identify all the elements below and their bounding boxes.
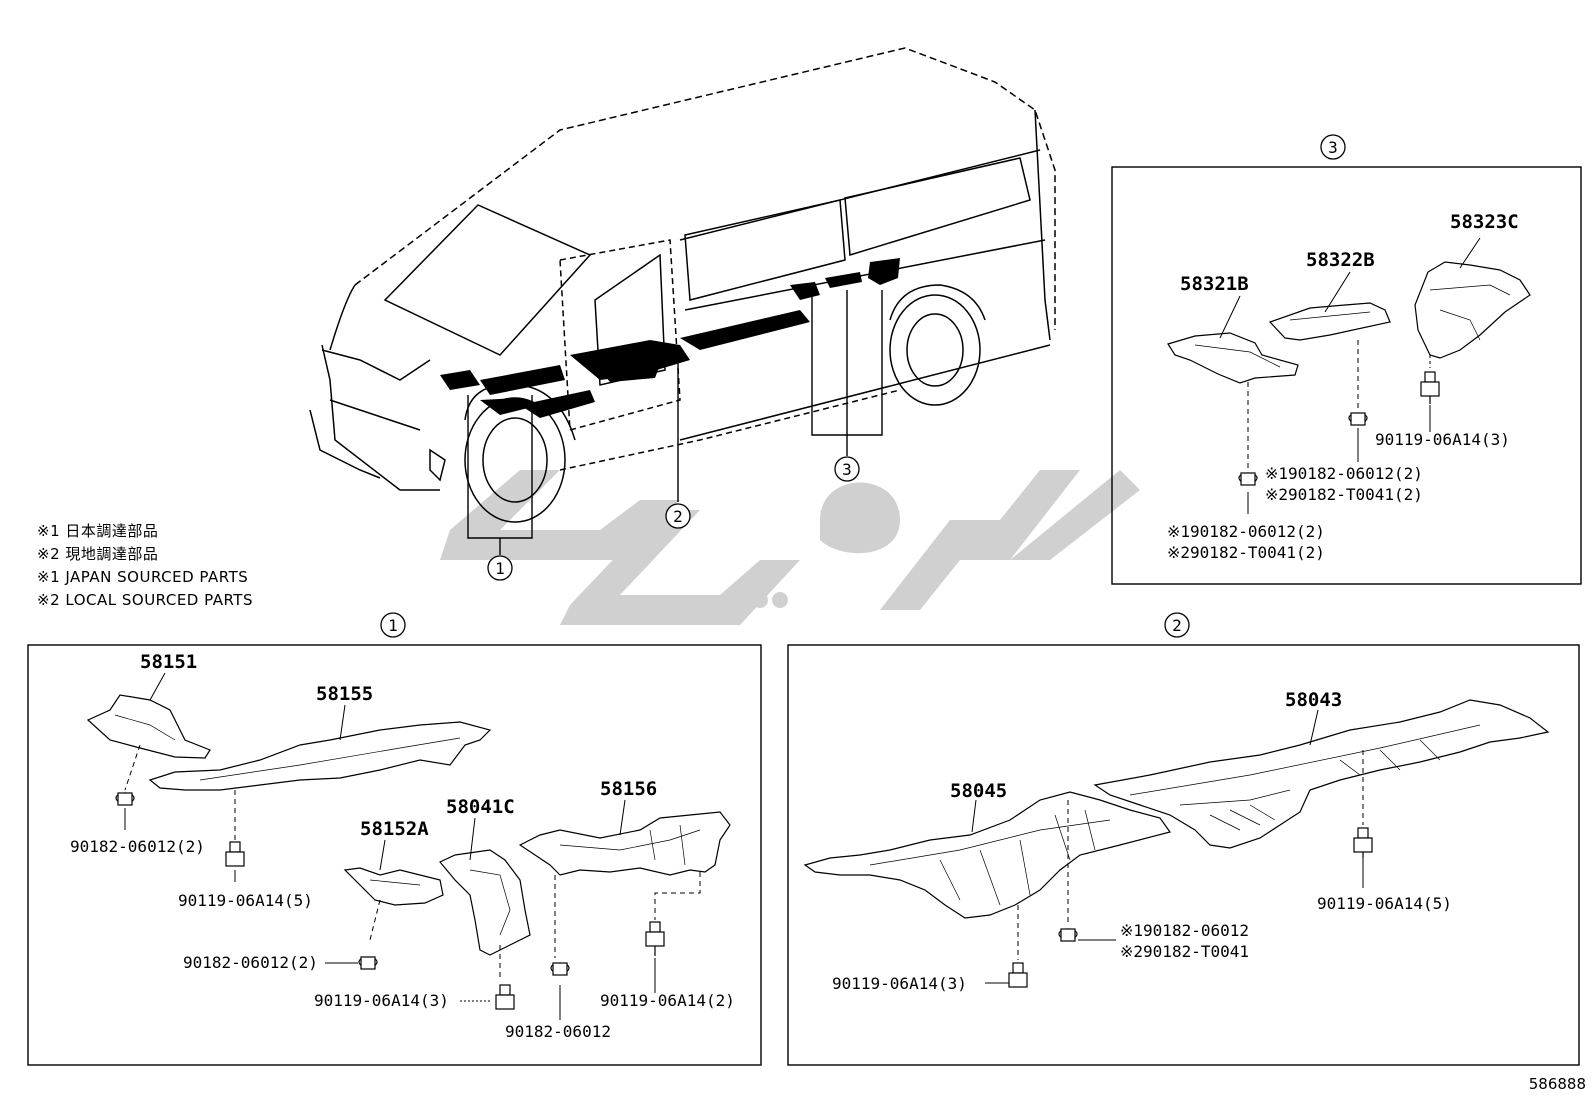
panel-1: 1 <box>27 612 762 1066</box>
fastener-label: 90119-06A14(2) <box>600 991 735 1010</box>
clip-icon <box>1238 472 1258 486</box>
part-number-58041C: 58041C <box>446 796 515 818</box>
note-local-parts-jp: ※2 現地調達部品 <box>37 545 159 563</box>
panel-2-part-shapes <box>803 699 1550 919</box>
part-number-58321B: 58321B <box>1180 273 1249 295</box>
panel-1-part-labels: 58151 58155 58152A 58041C 58156 <box>140 651 657 840</box>
callout-two: 2 <box>673 507 683 526</box>
fastener-label: ※190182-06012(2) <box>1265 464 1423 483</box>
panel-2-part-detail <box>869 724 1481 906</box>
part-number-58045: 58045 <box>950 780 1007 802</box>
note-japan-parts-jp: ※1 日本調達部品 <box>37 522 159 540</box>
bolt-icon <box>1008 962 1028 988</box>
bolt-icon <box>1420 371 1440 404</box>
part-number-58152A: 58152A <box>360 818 429 840</box>
bolt-icon <box>1353 827 1373 858</box>
bolt-icon <box>495 984 515 1010</box>
clip-icon <box>115 792 135 806</box>
part-number-58323C: 58323C <box>1450 211 1519 233</box>
callout-three: 3 <box>842 460 852 479</box>
part-number-58151: 58151 <box>140 651 197 673</box>
van-callout-lines <box>467 290 883 555</box>
panel-3-marker: 3 <box>1328 138 1338 157</box>
callout-one: 1 <box>495 559 505 578</box>
part-number-58155: 58155 <box>316 683 373 705</box>
panel-1-frame <box>27 644 762 1066</box>
van-illustration <box>309 47 1056 523</box>
panel-1-fastener-labels: 90182-06012(2) 90119-06A14(5) 90182-0601… <box>70 837 735 1041</box>
fastener-label: ※290182-T0041(2) <box>1167 543 1325 562</box>
bolt-icon <box>645 921 665 956</box>
panel-2-fastener-labels: 90119-06A14(5) ※190182-06012 ※290182-T00… <box>832 894 1452 993</box>
fastener-label: 90119-06A14(3) <box>832 974 967 993</box>
fastener-label: 90119-06A14(5) <box>178 891 313 910</box>
note-japan-parts-en: ※1 JAPAN SOURCED PARTS <box>37 568 249 586</box>
van-highlight-insulators <box>440 258 900 418</box>
panel-3-fastener-icons <box>1238 371 1440 486</box>
fastener-label: 90119-06A14(3) <box>314 991 449 1010</box>
watermark-logo <box>440 470 1140 625</box>
panel-3-leaders <box>1219 237 1481 514</box>
clip-icon <box>550 962 570 976</box>
van-callout-markers: 1 2 3 <box>487 456 860 581</box>
panel-2-frame <box>787 644 1580 1066</box>
panel-1-leaders <box>124 672 701 1020</box>
fastener-label: 90182-06012 <box>505 1022 611 1041</box>
clip-icon <box>1058 928 1078 942</box>
fastener-label: 90119-06A14(5) <box>1317 894 1452 913</box>
bolt-icon <box>225 841 245 867</box>
panel-2-leaders <box>971 709 1364 984</box>
panel-3-frame <box>1111 166 1582 585</box>
part-number-58043: 58043 <box>1285 689 1342 711</box>
panel-1-part-shapes <box>86 694 731 956</box>
panel-3-part-detail <box>1194 284 1511 368</box>
fastener-label: ※190182-06012(2) <box>1167 522 1325 541</box>
panel-1-part-detail <box>114 714 701 936</box>
clip-icon <box>358 956 378 970</box>
note-local-parts-en: ※2 LOCAL SOURCED PARTS <box>37 591 253 609</box>
fastener-label: ※190182-06012 <box>1120 921 1249 940</box>
part-number-58156: 58156 <box>600 778 657 800</box>
clip-icon <box>1348 412 1368 426</box>
panel-1-marker: 1 <box>388 616 398 635</box>
panel-1-fastener-icons <box>115 792 665 1010</box>
panel-3-part-labels: 58321B 58322B 58323C <box>1180 211 1519 295</box>
fastener-label: ※290182-T0041(2) <box>1265 485 1423 504</box>
panel-2-marker: 2 <box>1172 616 1182 635</box>
panel-2-part-labels: 58043 58045 <box>950 689 1342 802</box>
panel-2: 2 58 <box>787 612 1580 1066</box>
fastener-label: 90182-06012(2) <box>183 953 318 972</box>
diagram-id: 586888 <box>1528 1075 1586 1093</box>
panel-3-fastener-labels: 90119-06A14(3) ※190182-06012(2) ※290182-… <box>1167 430 1510 562</box>
fastener-label: 90182-06012(2) <box>70 837 205 856</box>
fastener-label: ※290182-T0041 <box>1120 942 1249 961</box>
fastener-label: 90119-06A14(3) <box>1375 430 1510 449</box>
panel-2-fastener-icons <box>1008 827 1373 988</box>
panel-3: 3 <box>1111 134 1582 585</box>
part-number-58322B: 58322B <box>1306 249 1375 271</box>
